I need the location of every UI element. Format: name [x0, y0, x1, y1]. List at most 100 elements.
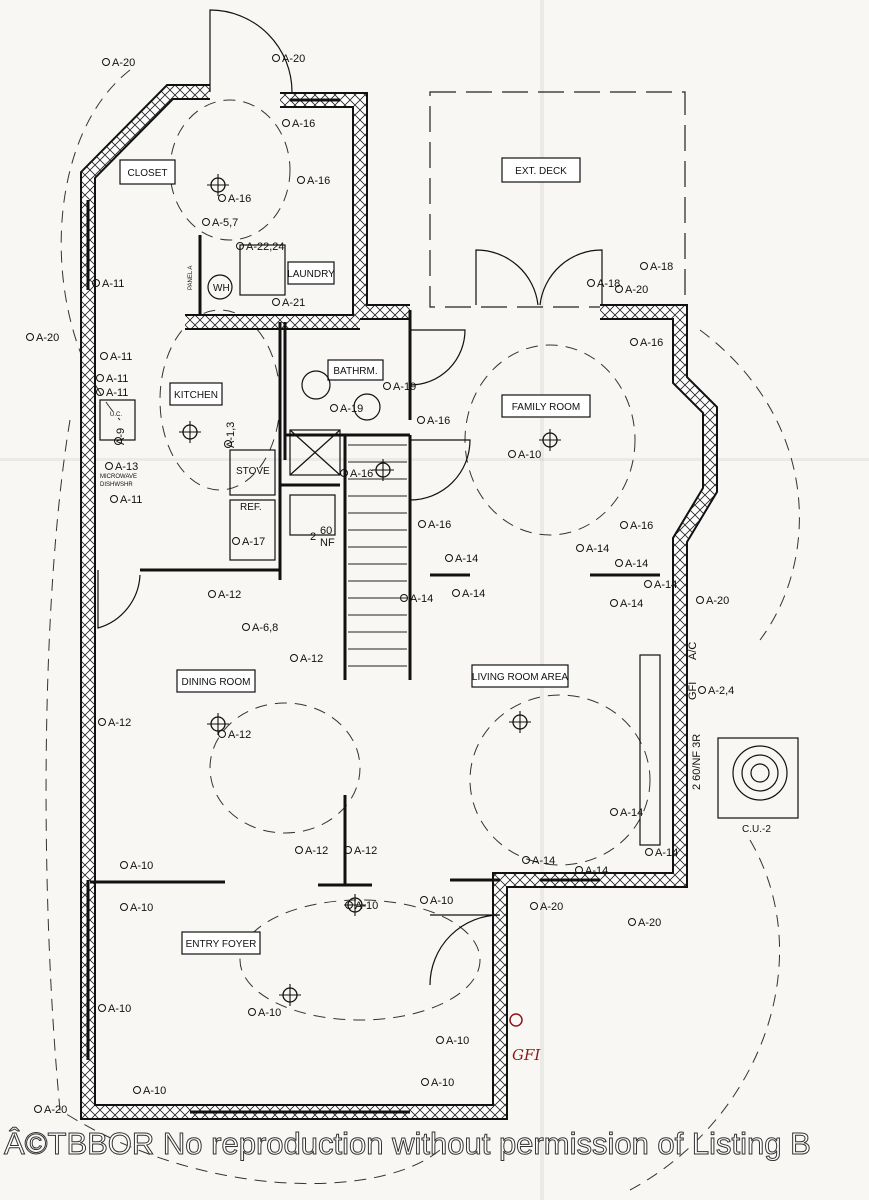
fixture-label-wh: WH — [213, 283, 230, 294]
circuit-label: A-11 — [106, 387, 128, 399]
circuit-label: A-14 — [410, 593, 433, 605]
room-label-box — [119, 159, 176, 185]
room-label-box — [327, 359, 384, 381]
circuit-label: A-16 — [350, 468, 373, 480]
circuit-label: A-10 — [430, 895, 453, 907]
circuit-label: A-11 — [120, 494, 142, 506]
ceiling-light-icon — [207, 713, 229, 735]
room-label-box — [501, 394, 591, 418]
outlet-icon — [272, 298, 280, 306]
paper-fold — [540, 0, 544, 1200]
circuit-label: A-10 — [258, 1007, 281, 1019]
ac-label: A/C — [687, 642, 699, 660]
outlet-icon — [224, 440, 232, 448]
circuit-label: A-12 — [354, 845, 377, 857]
windows — [86, 98, 600, 1114]
fixture-label-ref: REF. — [240, 502, 262, 513]
outlet-icon — [522, 856, 530, 864]
circuit-label: A-20 — [706, 595, 729, 607]
ceiling-light-icon — [179, 421, 201, 443]
outlet-icon — [508, 450, 516, 458]
outlet-icon — [628, 918, 636, 926]
outlet-icon — [575, 866, 583, 874]
circuit-label: A-18 — [650, 261, 673, 273]
circuit-label: A-16 — [292, 118, 315, 130]
outlet-icon — [218, 194, 226, 202]
outlet-icon — [383, 382, 391, 390]
room-label-laundry: LAUNDRY — [287, 269, 335, 280]
outlet-icon — [98, 1004, 106, 1012]
outlet-icon — [114, 437, 122, 445]
outlet-icon — [587, 279, 595, 287]
outlet-icon — [282, 119, 290, 127]
outlet-icon — [530, 902, 538, 910]
fixture-label-dishwasher: DISHWSHR — [100, 482, 133, 488]
circuit-label: A-9 — [115, 428, 127, 445]
breaker-amps: 60 — [320, 525, 332, 537]
outlet-icon — [615, 559, 623, 567]
outlet-icon — [436, 1036, 444, 1044]
circuit-label: A-20 — [540, 901, 563, 913]
outlet-icon — [34, 1105, 42, 1113]
ceiling-light-icon — [539, 429, 561, 451]
outlet-icon — [295, 846, 303, 854]
room-label-ext_deck: EXT. DECK — [515, 166, 567, 177]
circuit-label: A-14 — [586, 543, 609, 555]
circuit-label: A-22,24 — [246, 241, 285, 253]
panel-label: PANEL A — [188, 266, 194, 290]
outlet-icon — [242, 623, 250, 631]
outlet-icon — [208, 590, 216, 598]
circuit-label: A-13 — [115, 461, 138, 473]
circuit-label: A-14 — [585, 865, 608, 877]
circuit-label: A-16 — [630, 520, 653, 532]
ceiling-light-icon — [207, 174, 229, 196]
room-label-box — [176, 669, 256, 693]
breaker-type: NF — [320, 537, 335, 549]
circuit-label: A-11 — [110, 351, 132, 363]
outlet-icon — [236, 242, 244, 250]
circuit-label: A-20 — [638, 917, 661, 929]
outlet-icon — [297, 176, 305, 184]
room-label-box — [169, 382, 223, 406]
outlet-icon — [232, 537, 240, 545]
handwritten-gfi-note: GFI — [512, 1046, 541, 1064]
outlet-icon — [202, 218, 210, 226]
outlet-icon — [345, 901, 353, 909]
outlet-icon — [696, 596, 704, 604]
outlet-icon — [110, 495, 118, 503]
outlet-icon — [576, 544, 584, 552]
outlet-icon — [100, 352, 108, 360]
circuit-label: A-12 — [228, 729, 251, 741]
fixture-label-uc: U.C. — [110, 412, 122, 418]
outlet-icon — [620, 521, 628, 529]
outlet-icon — [417, 416, 425, 424]
outlet-icon — [445, 554, 453, 562]
room-label-family_room: FAMILY ROOM — [512, 402, 581, 413]
outlet-icon — [340, 469, 348, 477]
circuit-label: A-11 — [106, 373, 128, 385]
circuit-label: A-10 — [143, 1085, 166, 1097]
outlet-icon — [26, 333, 34, 341]
circuit-label: A-16 — [307, 175, 330, 187]
circuit-label: A-16 — [427, 415, 450, 427]
ceiling-light-icon — [509, 711, 531, 733]
circuit-label: A-14 — [655, 847, 678, 859]
circuit-label: A-14 — [455, 553, 478, 565]
paper-fold — [0, 458, 869, 461]
circuit-label: A-14 — [654, 579, 677, 591]
breaker-label-2: 2 60/NF 3R — [691, 734, 703, 790]
room-label-closet: CLOSET — [127, 168, 167, 179]
outlet-icon — [610, 808, 618, 816]
room-label-dining_room: DINING ROOM — [182, 677, 251, 688]
room-label-box — [471, 664, 569, 688]
circuit-label: A-20 — [44, 1104, 67, 1116]
outlet-icon — [248, 1008, 256, 1016]
circuit-label: A-14 — [532, 855, 555, 867]
outlet-icon — [421, 1078, 429, 1086]
fixture-label-microwave: MICROWAVE — [100, 474, 137, 480]
stairs — [348, 444, 407, 667]
circuit-label: A-1,3 — [225, 422, 237, 448]
circuit-label: A-10 — [130, 860, 153, 872]
room-label-bathroom: BATHRM. — [333, 366, 377, 377]
